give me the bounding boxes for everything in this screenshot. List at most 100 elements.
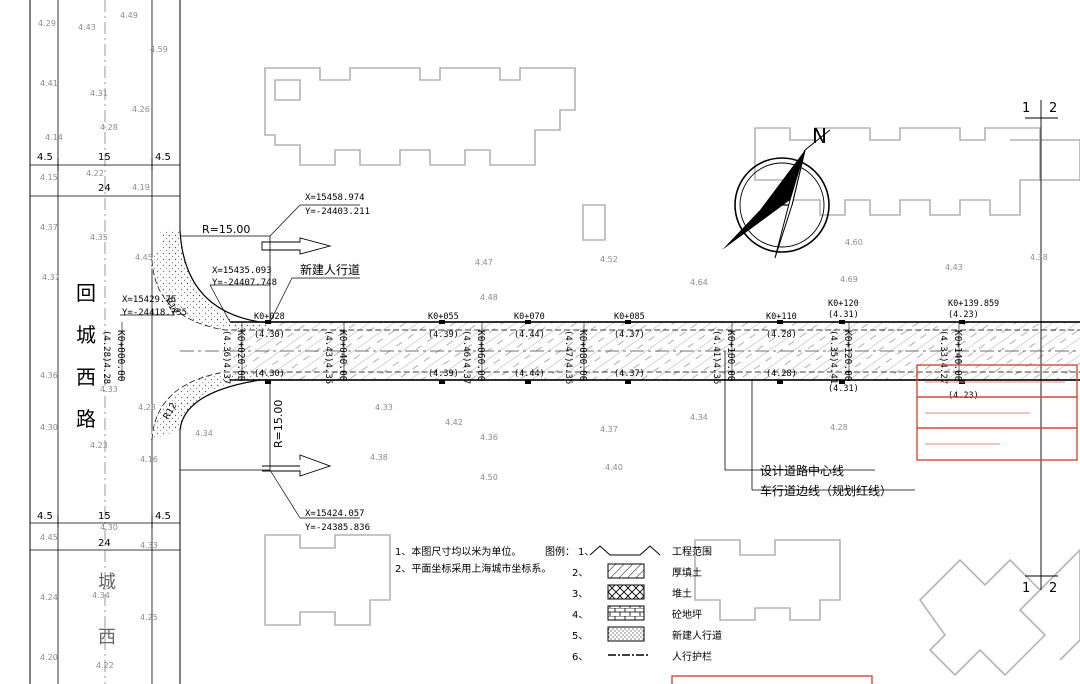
road-name-char: 城	[76, 323, 96, 347]
station-elev-bottom: (4.44)	[514, 369, 545, 379]
new-road	[150, 229, 1080, 441]
coord-p3-x: X=15429.75	[122, 295, 176, 305]
svg-text:4.24: 4.24	[40, 593, 58, 602]
station-marker	[777, 320, 783, 324]
station-marker-bottom	[625, 380, 631, 384]
chainage-elev: (4.43)4.35	[323, 330, 333, 384]
svg-text:4.28: 4.28	[830, 423, 848, 432]
svg-text:4.38: 4.38	[370, 453, 388, 462]
svg-text:4.40: 4.40	[605, 463, 623, 472]
dim-top-total: 24	[98, 183, 111, 194]
station-name: K0+070	[514, 312, 545, 322]
svg-text:4.43: 4.43	[945, 263, 963, 272]
chainage-elev: (4.47)4.36	[563, 330, 573, 384]
note-line: 2、平面坐标采用上海城市坐标系。	[395, 562, 551, 575]
station-marker	[439, 320, 445, 324]
svg-text:4.52: 4.52	[600, 255, 618, 264]
svg-text:4.48: 4.48	[480, 293, 498, 302]
north-arrow-icon	[722, 129, 831, 259]
coord-p2-x: X=15435.093	[212, 266, 272, 276]
approval-stamp	[671, 364, 1078, 684]
legend-number: 1、	[578, 547, 594, 558]
svg-text:4.34: 4.34	[92, 591, 110, 600]
svg-text:4.36: 4.36	[480, 433, 498, 442]
svg-text:4.37: 4.37	[42, 273, 60, 282]
chainage-elev: (4.33)4.27	[938, 330, 948, 384]
legend-number: 5、	[572, 631, 588, 642]
section-mark-bottom-left: 1	[1022, 581, 1030, 596]
chainage-label: K0+100.00	[725, 330, 736, 382]
chainage-elev: (4.41)4.36	[711, 330, 721, 384]
section-mark-top-left: 1	[1022, 101, 1030, 116]
station-name: K0+028	[254, 312, 285, 322]
dim-bottom-side-left: 4.5	[37, 511, 53, 522]
road-name-char: 回	[76, 281, 96, 305]
svg-text:4.36: 4.36	[40, 371, 58, 380]
coord-p1-y: Y=-24403.211	[305, 207, 370, 217]
svg-text:4.41: 4.41	[40, 79, 58, 88]
station-name: K0+139.859	[948, 299, 999, 309]
coord-p3-y: Y=-24418.735	[122, 308, 187, 318]
svg-text:4.34: 4.34	[690, 413, 708, 422]
road-name-char: 西	[76, 365, 96, 389]
legend-label: 砼地坪	[672, 608, 702, 621]
svg-text:4.33: 4.33	[375, 403, 393, 412]
callout-leaders	[724, 351, 915, 491]
callout-center-line: 设计道路中心线	[760, 463, 844, 478]
coord-p1-x: X=15458.974	[305, 193, 365, 203]
dim-top-side-left: 4.5	[37, 152, 53, 163]
svg-text:4.14: 4.14	[45, 133, 63, 142]
legend-title: 图例：	[545, 545, 575, 558]
station-elev-bottom: (4.30)	[254, 369, 285, 379]
legend-symbol	[589, 545, 661, 556]
radius-bottom-label: R=15.00	[272, 400, 285, 448]
callout-edge-line: 车行道边线（规划红线）	[760, 483, 892, 498]
station-marker-bottom	[525, 380, 531, 384]
svg-text:4.28: 4.28	[100, 123, 118, 132]
road-name-bottom: 城西	[98, 572, 116, 648]
svg-text:4.26: 4.26	[132, 105, 150, 114]
station-elev-bottom: (4.37)	[614, 369, 645, 379]
svg-text:4.42: 4.42	[445, 418, 463, 427]
dimension-top	[29, 158, 181, 200]
survey-points-site: 4.474.48 4.524.64 4.604.69 4.434.38 4.33…	[195, 238, 1048, 482]
coord-p4-y: Y=-24385.836	[305, 523, 370, 533]
station-elev: (4.37)	[614, 330, 645, 340]
svg-text:4.45: 4.45	[135, 253, 153, 262]
dim-top-side-right: 4.5	[155, 152, 171, 163]
svg-text:4.34: 4.34	[195, 429, 213, 438]
station-elev: (4.44)	[514, 330, 545, 340]
station-elev-bottom: (4.39)	[428, 369, 459, 379]
svg-text:4.69: 4.69	[840, 275, 858, 284]
chainage-label: K0+000.00	[115, 330, 126, 382]
svg-text:4.33: 4.33	[100, 385, 118, 394]
coord-leaders	[120, 204, 360, 519]
coord-p4-x: X=15424.057	[305, 509, 365, 519]
legend-symbol	[607, 605, 645, 621]
road-name-char: 路	[76, 407, 96, 431]
radius-top-label: R=15.00	[202, 223, 250, 236]
station-name: K0+055	[428, 312, 459, 322]
stamp-scribble	[925, 381, 1065, 445]
dim-bottom-side-right: 4.5	[155, 511, 171, 522]
chainage-elev: (4.36)4.37	[221, 330, 231, 384]
chainage-elev: (4.35)4.41	[828, 330, 838, 384]
station-marker	[839, 320, 845, 324]
svg-text:4.25: 4.25	[140, 613, 158, 622]
svg-text:4.38: 4.38	[1030, 253, 1048, 262]
chainage-label: K0+060.00	[475, 330, 486, 382]
station-name: K0+085	[614, 312, 645, 322]
svg-text:4.30: 4.30	[40, 423, 58, 432]
svg-text:4.37: 4.37	[600, 425, 618, 434]
svg-text:4.31: 4.31	[90, 89, 108, 98]
legend-symbol	[607, 626, 645, 642]
chainage-label: K0+120.00	[842, 330, 853, 382]
road-name-char: 城	[98, 572, 116, 593]
svg-text:4.16: 4.16	[140, 455, 158, 464]
north-label: N	[812, 124, 827, 148]
legend-number: 2、	[572, 568, 588, 579]
flow-arrow-icon	[261, 237, 332, 477]
